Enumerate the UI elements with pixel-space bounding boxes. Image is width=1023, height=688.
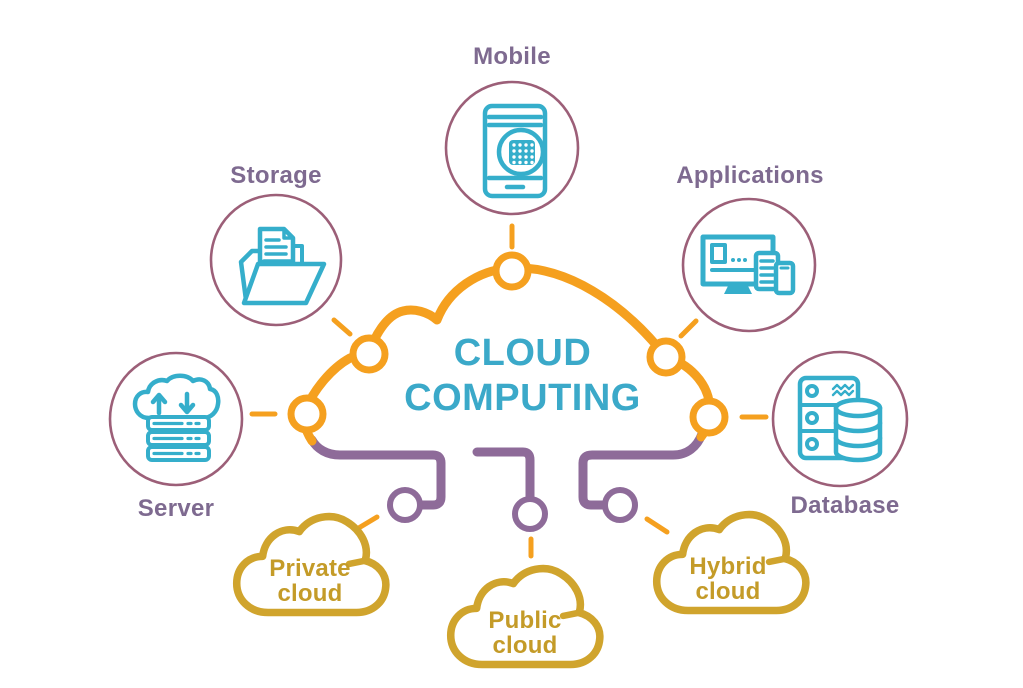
hybrid-cloud-shape	[652, 510, 810, 615]
server-icon	[132, 373, 221, 462]
database-label: Database	[790, 492, 900, 519]
folder-back	[238, 248, 265, 303]
node-bottom-left	[387, 487, 423, 523]
deployment-clouds	[232, 510, 810, 669]
node-left	[287, 394, 327, 434]
node-right	[689, 397, 729, 437]
private-cloud-shape	[232, 512, 390, 617]
server-cloud	[132, 373, 221, 421]
cloud-bottom-right-hook	[578, 429, 707, 510]
cloud-nodes	[287, 251, 729, 532]
dash-storage	[331, 317, 353, 337]
phone	[773, 260, 796, 296]
applications-label: Applications	[676, 162, 824, 189]
server-label: Server	[137, 495, 215, 522]
applications-icon	[700, 234, 796, 296]
dash-applications	[678, 318, 699, 339]
public-cloud-shape	[446, 564, 604, 669]
diagram-title: CLOUD COMPUTING	[404, 332, 641, 419]
private-cloud-label: Private cloud	[269, 555, 351, 607]
node-top	[492, 251, 532, 291]
connector-dashes	[249, 223, 769, 559]
node-bottom-center	[512, 496, 548, 532]
storage-icon	[238, 226, 327, 306]
node-bottom-right	[602, 487, 638, 523]
database-icon	[797, 375, 883, 463]
public-cloud-label: Public cloud	[488, 607, 562, 659]
mobile-icon	[482, 103, 548, 199]
arrow-up	[150, 392, 168, 405]
node-upper-right	[646, 337, 686, 377]
folder-front	[241, 261, 327, 306]
central-cloud-bottom	[307, 429, 707, 510]
central-cloud-top	[299, 263, 715, 446]
arrow-down	[178, 402, 196, 415]
dash-private-cloud	[354, 514, 380, 532]
hybrid-cloud-label: Hybrid cloud	[689, 553, 767, 605]
cloud-bottom-center-hook	[472, 447, 535, 503]
monitor-stand	[724, 284, 752, 294]
storage-label: Storage	[230, 162, 322, 189]
cloud-bottom-left-hook	[307, 435, 446, 510]
mobile-label: Mobile	[473, 43, 551, 70]
node-upper-left	[349, 334, 389, 374]
dash-hybrid-cloud	[644, 516, 670, 535]
